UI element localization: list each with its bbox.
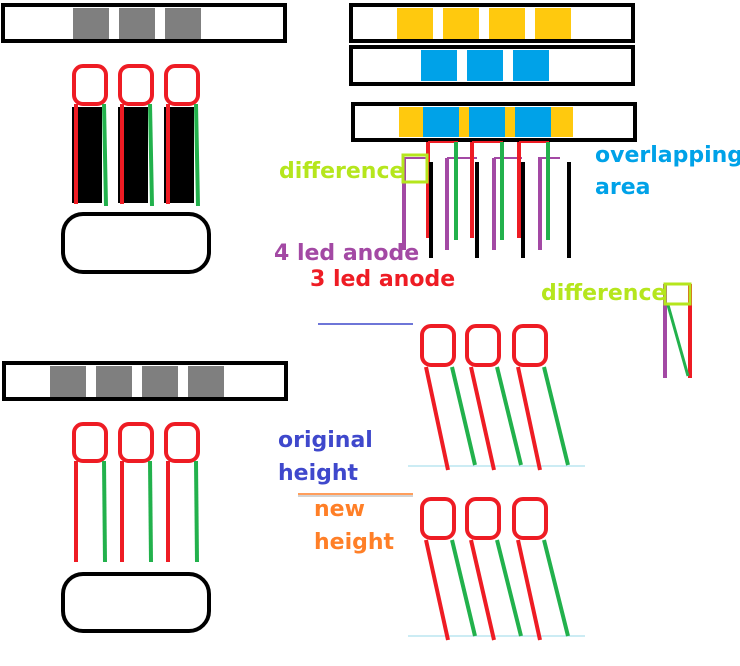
blue-led — [469, 107, 505, 137]
new-height-label-line1: new — [314, 497, 365, 522]
yellow-led — [397, 8, 433, 39]
led-bars-group — [349, 3, 637, 142]
blue-led — [423, 107, 459, 137]
anode-lead — [469, 366, 496, 471]
led-head — [420, 497, 456, 540]
anode-lead — [424, 366, 450, 471]
three-led-anode-label: 3 led anode — [310, 267, 456, 292]
original-height-label-line1: original — [278, 428, 373, 453]
cathode-lead — [450, 539, 477, 637]
cathode-lead — [102, 460, 107, 563]
led-slot — [188, 366, 224, 397]
cathode-lead — [495, 539, 523, 637]
led-slot — [142, 366, 178, 397]
led-head — [465, 497, 501, 540]
cathode-lead — [495, 366, 523, 466]
cathode-lead — [102, 103, 108, 207]
connector-housing — [61, 212, 211, 274]
cathode-lead — [450, 366, 477, 466]
cathode-lead — [542, 366, 570, 466]
difference-marker — [401, 153, 429, 184]
led-head — [118, 64, 154, 106]
angled-led-assembly-original — [408, 324, 585, 471]
bottom-left-led-assembly — [2, 361, 288, 633]
led-head — [512, 324, 548, 367]
yellow-led — [443, 8, 479, 39]
diagonal-lead — [666, 304, 690, 377]
connector-housing — [61, 572, 211, 633]
four-led-anode-label: 4 led anode — [274, 241, 420, 266]
led-head — [465, 324, 501, 367]
top-left-led-assembly — [1, 3, 287, 274]
led-head — [420, 324, 456, 367]
original-height-label-line2: height — [278, 461, 359, 486]
led-slot — [50, 366, 86, 397]
cathode-lead — [148, 103, 154, 207]
blue-led — [467, 50, 503, 81]
led-head — [164, 64, 200, 106]
led-slot — [119, 8, 155, 39]
difference-marker — [663, 282, 692, 306]
led-head — [512, 497, 548, 540]
led-head — [118, 422, 154, 463]
led-head — [72, 422, 108, 463]
led-head — [72, 64, 108, 106]
cathode-lead — [542, 539, 570, 637]
blue-led — [515, 107, 551, 137]
cathode-lead — [194, 460, 199, 563]
yellow-led — [535, 8, 571, 39]
anode-lead — [424, 539, 450, 641]
led-slot — [165, 8, 201, 39]
overlapping-area-label-line1: overlapping — [595, 143, 740, 168]
angled-led-assembly-new — [408, 497, 585, 641]
blue-led — [421, 50, 457, 81]
lead-comparison — [401, 141, 571, 258]
cathode-lead — [194, 103, 200, 207]
anode-lead — [469, 539, 496, 641]
anode-lead — [516, 539, 542, 641]
new-height-label-line2: height — [314, 530, 395, 555]
difference-label: difference — [541, 281, 667, 306]
yellow-led — [489, 8, 525, 39]
difference-label: difference — [279, 159, 405, 184]
blue-led — [513, 50, 549, 81]
cathode-lead — [148, 460, 153, 563]
led-slot — [96, 366, 132, 397]
led-slot — [73, 8, 109, 39]
overlapping-area-label-line2: area — [595, 175, 651, 200]
difference-detail — [663, 282, 692, 378]
led-head — [164, 422, 200, 463]
anode-lead — [516, 366, 542, 471]
